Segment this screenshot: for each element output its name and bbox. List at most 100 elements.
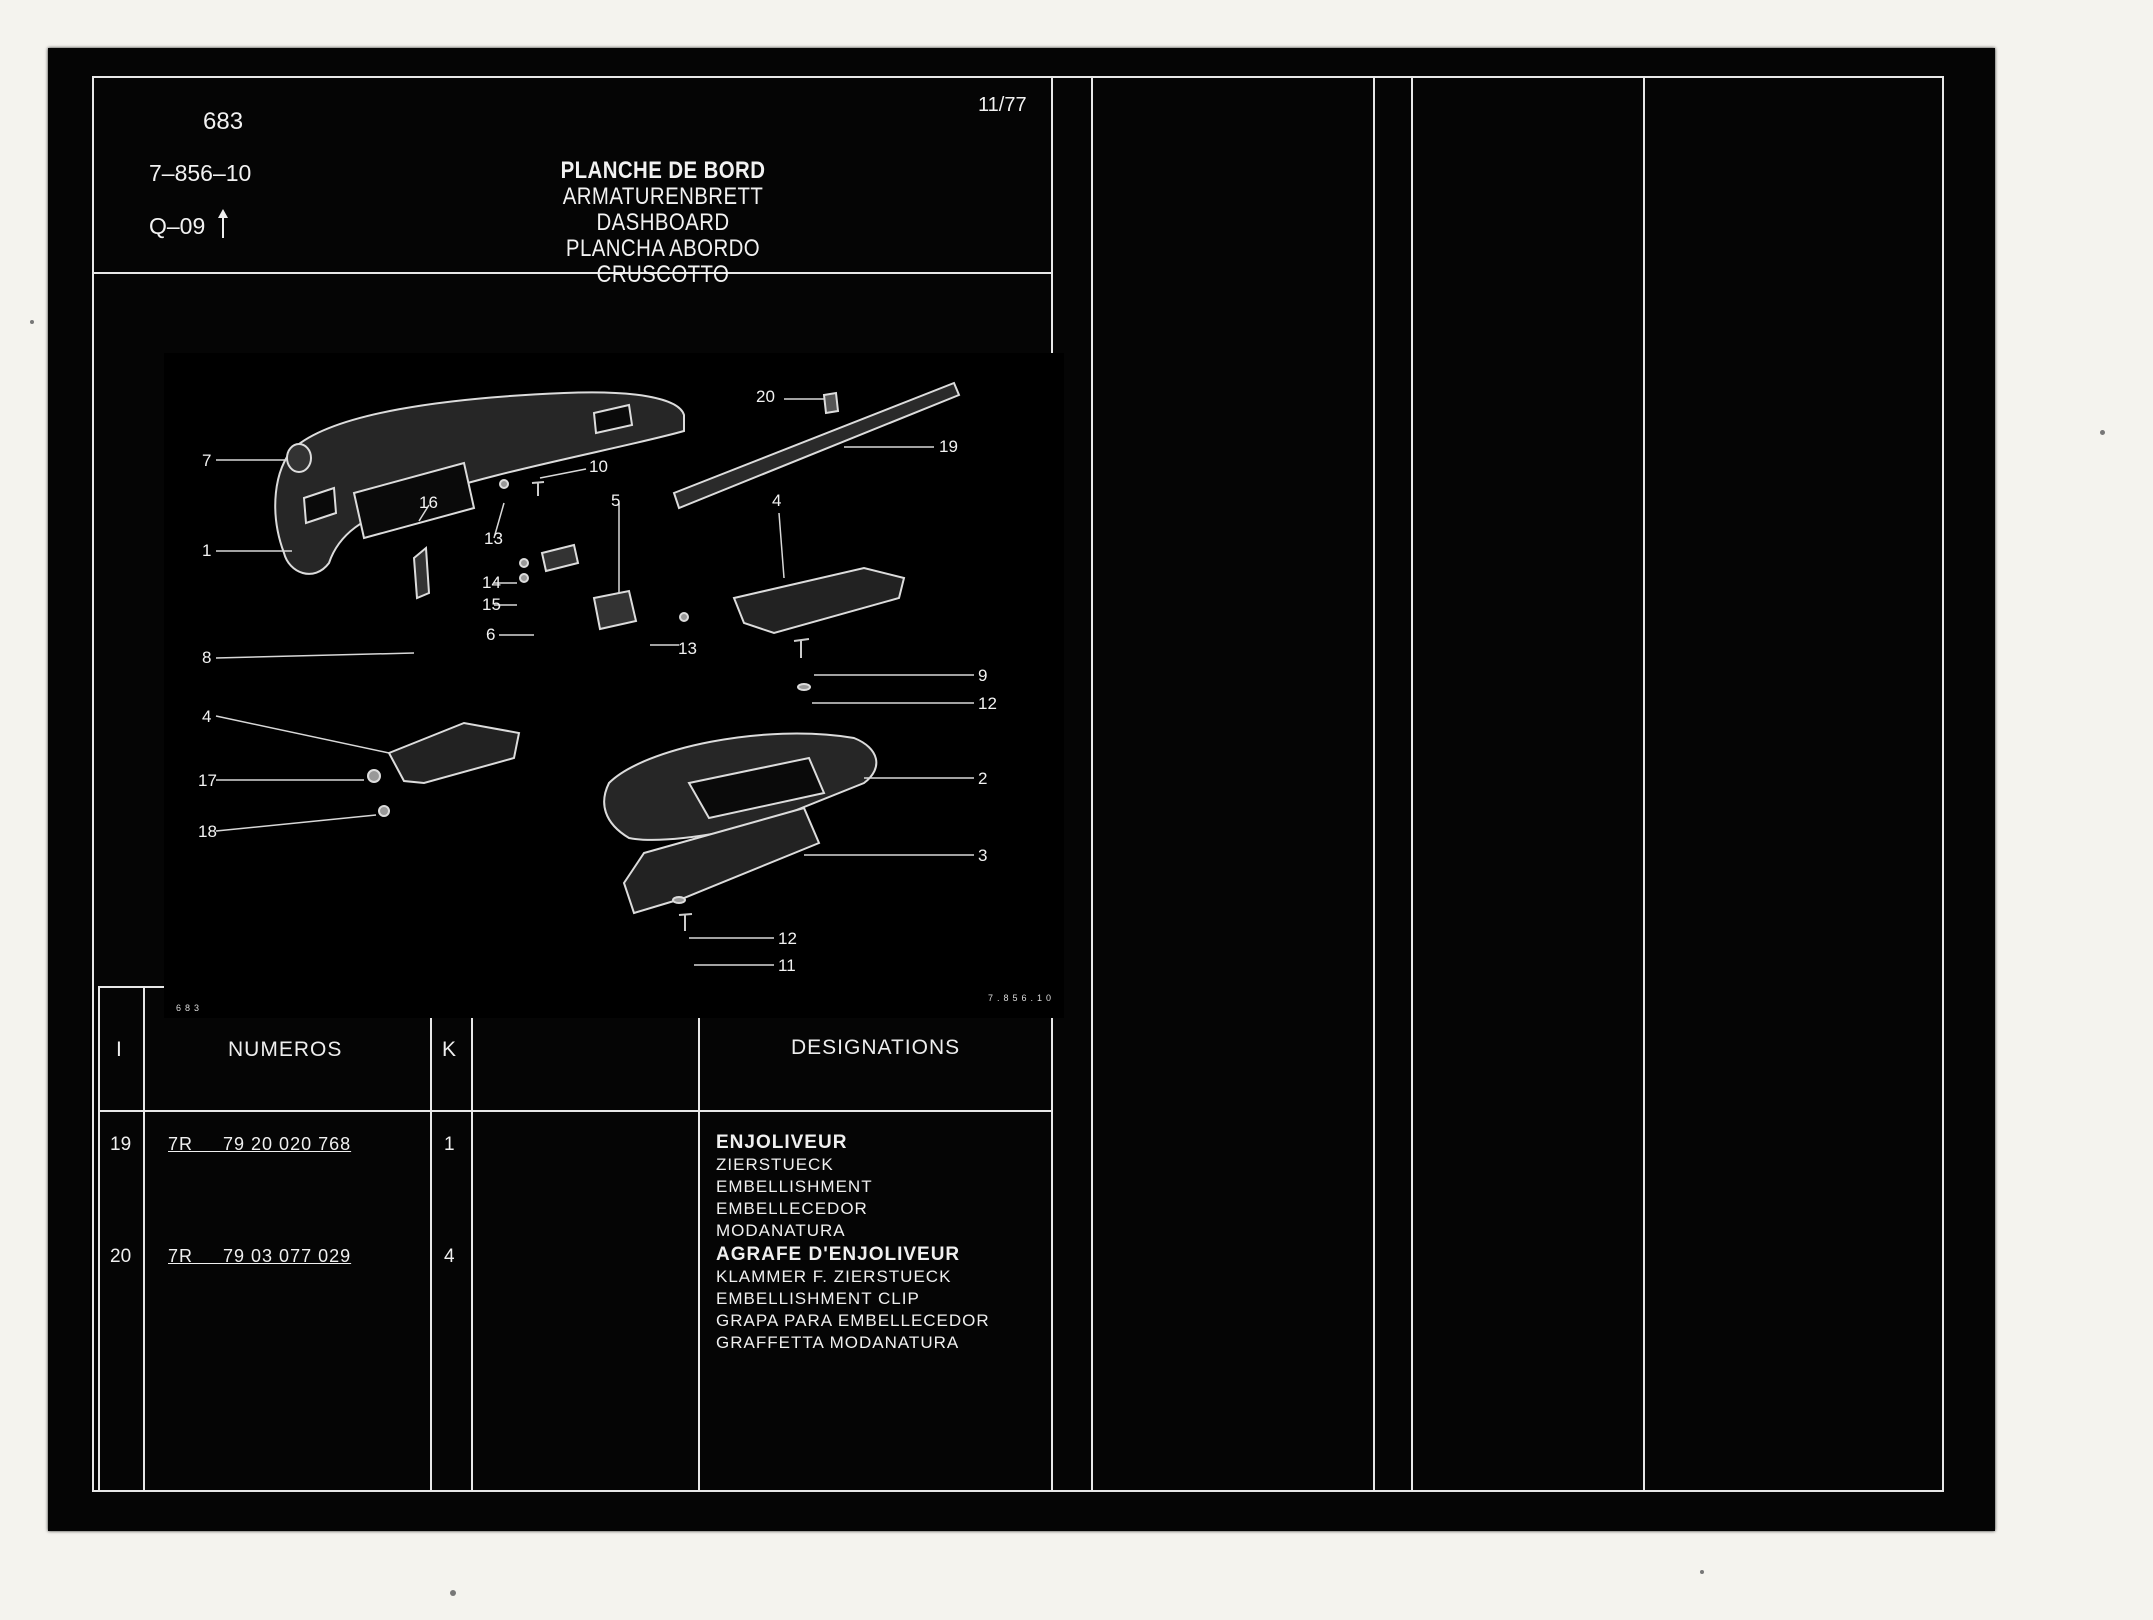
col-header-index: I bbox=[116, 1038, 123, 1061]
col-header-k: K bbox=[442, 1038, 458, 1061]
row-19-designation-fr: ENJOLIVEUR bbox=[716, 1132, 848, 1153]
callout-2: 2 bbox=[978, 769, 988, 788]
arrow-up-icon bbox=[218, 209, 228, 238]
title-de: ARMATURENBRETT bbox=[562, 183, 764, 210]
part-5-ashtray bbox=[592, 589, 638, 631]
callout-4-upper: 4 bbox=[772, 491, 782, 510]
table-col-line-2 bbox=[430, 986, 432, 1492]
part-14-nut bbox=[519, 558, 529, 568]
callout-1: 1 bbox=[202, 541, 212, 560]
frame-left-border bbox=[92, 76, 94, 1492]
group-code: Q–09 bbox=[149, 213, 206, 239]
row-19-designations: ENJOLIVEUR ZIERSTUECK EMBELLISHMENT EMBE… bbox=[716, 1132, 873, 1242]
column-divider-5 bbox=[1643, 76, 1645, 1492]
part-13-screw-b bbox=[679, 612, 689, 622]
row-20-designation-de: KLAMMER F. ZIERSTUECK bbox=[716, 1267, 952, 1286]
frame-right-border bbox=[1942, 76, 1944, 1492]
row-19-designation-de: ZIERSTUECK bbox=[716, 1155, 834, 1174]
table-col-line-0 bbox=[98, 986, 100, 1492]
dashboard-vent-right bbox=[592, 403, 634, 435]
callout-20: 20 bbox=[756, 387, 775, 406]
row-19-k: 1 bbox=[444, 1134, 455, 1155]
column-divider-2 bbox=[1091, 76, 1093, 1492]
callout-13-b: 13 bbox=[678, 639, 697, 658]
column-divider-4 bbox=[1411, 76, 1413, 1492]
table-col-line-1 bbox=[143, 986, 145, 1492]
row-19-designation-en: EMBELLISHMENT bbox=[716, 1177, 873, 1196]
microfiche-frame: 683 7–856–10 Q–09 11/77 PLANCHE DE BORD … bbox=[48, 48, 1995, 1531]
row-19-designation-it: MODANATURA bbox=[716, 1221, 846, 1240]
plate-number: 683 bbox=[203, 108, 244, 135]
title-en: DASHBOARD bbox=[596, 209, 730, 236]
callout-16: 16 bbox=[419, 493, 438, 512]
row-19-designation-es: EMBELLECEDOR bbox=[716, 1199, 868, 1218]
callout-15: 15 bbox=[482, 595, 501, 614]
row-20-index: 20 bbox=[110, 1246, 132, 1267]
table-header-divider bbox=[98, 1110, 1052, 1112]
reference-number: 7–856–10 bbox=[149, 160, 252, 186]
dashboard-panel-shape bbox=[274, 391, 685, 575]
dashboard-recess bbox=[352, 461, 476, 540]
part-6-cover bbox=[540, 543, 580, 573]
part-15-washer bbox=[519, 573, 529, 583]
part-11-bolt bbox=[678, 913, 693, 931]
title-es: PLANCHA ABORDO bbox=[565, 235, 761, 262]
leader-10 bbox=[539, 468, 587, 479]
title-fr: PLANCHE DE BORD bbox=[560, 157, 766, 184]
callout-13-a: 13 bbox=[484, 529, 503, 548]
col-header-numbers: NUMEROS bbox=[228, 1038, 343, 1061]
callout-7: 7 bbox=[202, 451, 212, 470]
diagram-corner-label-left: 683 bbox=[176, 1003, 204, 1013]
row-20-k: 4 bbox=[444, 1246, 455, 1267]
revision-date: 11/77 bbox=[978, 94, 1027, 116]
part-18-fastener bbox=[378, 805, 390, 817]
callout-10: 10 bbox=[589, 457, 608, 476]
row-19-part-number[interactable]: 7R 79 20 020 768 bbox=[168, 1134, 352, 1154]
part-9-bolt bbox=[793, 638, 810, 658]
row-19-index: 19 bbox=[110, 1134, 132, 1155]
row-20-part-number[interactable]: 7R 79 03 077 029 bbox=[168, 1246, 352, 1266]
leader-18 bbox=[215, 814, 377, 832]
col-header-designations: DESIGNATIONS bbox=[791, 1036, 961, 1059]
header-divider bbox=[92, 272, 1052, 274]
callout-19: 19 bbox=[939, 437, 958, 456]
film-speck bbox=[2100, 430, 2105, 435]
callout-12-a: 12 bbox=[978, 694, 997, 713]
part-10-screw bbox=[531, 481, 545, 496]
part-17-fastener bbox=[367, 769, 381, 783]
dashboard-parts-drawing bbox=[215, 381, 974, 966]
part-19-trim-strip bbox=[672, 381, 961, 510]
film-speck bbox=[1700, 1570, 1704, 1574]
table-col-line-4 bbox=[698, 986, 700, 1492]
exploded-parts-diagram: 20 19 7 10 16 5 4 1 13 14 15 6 8 13 9 12… bbox=[164, 353, 1064, 1018]
part-4-glovebox-upper bbox=[732, 566, 906, 635]
part-7-knob bbox=[286, 443, 312, 473]
callout-18: 18 bbox=[198, 822, 217, 841]
callout-11: 11 bbox=[778, 956, 796, 975]
part-4-glovebox-lower bbox=[387, 721, 521, 785]
row-20-designation-fr: AGRAFE D'ENJOLIVEUR bbox=[716, 1244, 961, 1265]
frame-top-border bbox=[92, 76, 1944, 78]
callout-9: 9 bbox=[978, 666, 988, 685]
part-12-washer-b bbox=[672, 896, 686, 904]
callout-17: 17 bbox=[198, 771, 217, 790]
leader-13-a bbox=[493, 502, 505, 539]
film-speck bbox=[450, 1590, 456, 1596]
leader-8 bbox=[215, 652, 415, 659]
row-20-designation-es: GRAPA PARA EMBELLECEDOR bbox=[716, 1311, 990, 1330]
column-divider-3 bbox=[1373, 76, 1375, 1492]
callout-4-lower: 4 bbox=[202, 707, 212, 726]
frame-bottom-border bbox=[92, 1490, 1944, 1492]
leader-4-lower bbox=[215, 715, 390, 754]
row-20-designation-en: EMBELLISHMENT CLIP bbox=[716, 1289, 920, 1308]
part-8-bracket bbox=[412, 545, 431, 600]
row-20-designations: AGRAFE D'ENJOLIVEUR KLAMMER F. ZIERSTUEC… bbox=[716, 1244, 990, 1354]
callout-12-b: 12 bbox=[778, 929, 797, 948]
table-col-line-3 bbox=[471, 986, 473, 1492]
title-block: PLANCHE DE BORD ARMATURENBRETT DASHBOARD… bbox=[528, 158, 798, 288]
leader-4-upper bbox=[778, 512, 785, 579]
part-20-clip bbox=[822, 391, 840, 415]
callout-3: 3 bbox=[978, 846, 988, 865]
title-it: CRUSCOTTO bbox=[596, 261, 730, 288]
diagram-corner-label-right: 7.856.10 bbox=[988, 993, 1056, 1003]
